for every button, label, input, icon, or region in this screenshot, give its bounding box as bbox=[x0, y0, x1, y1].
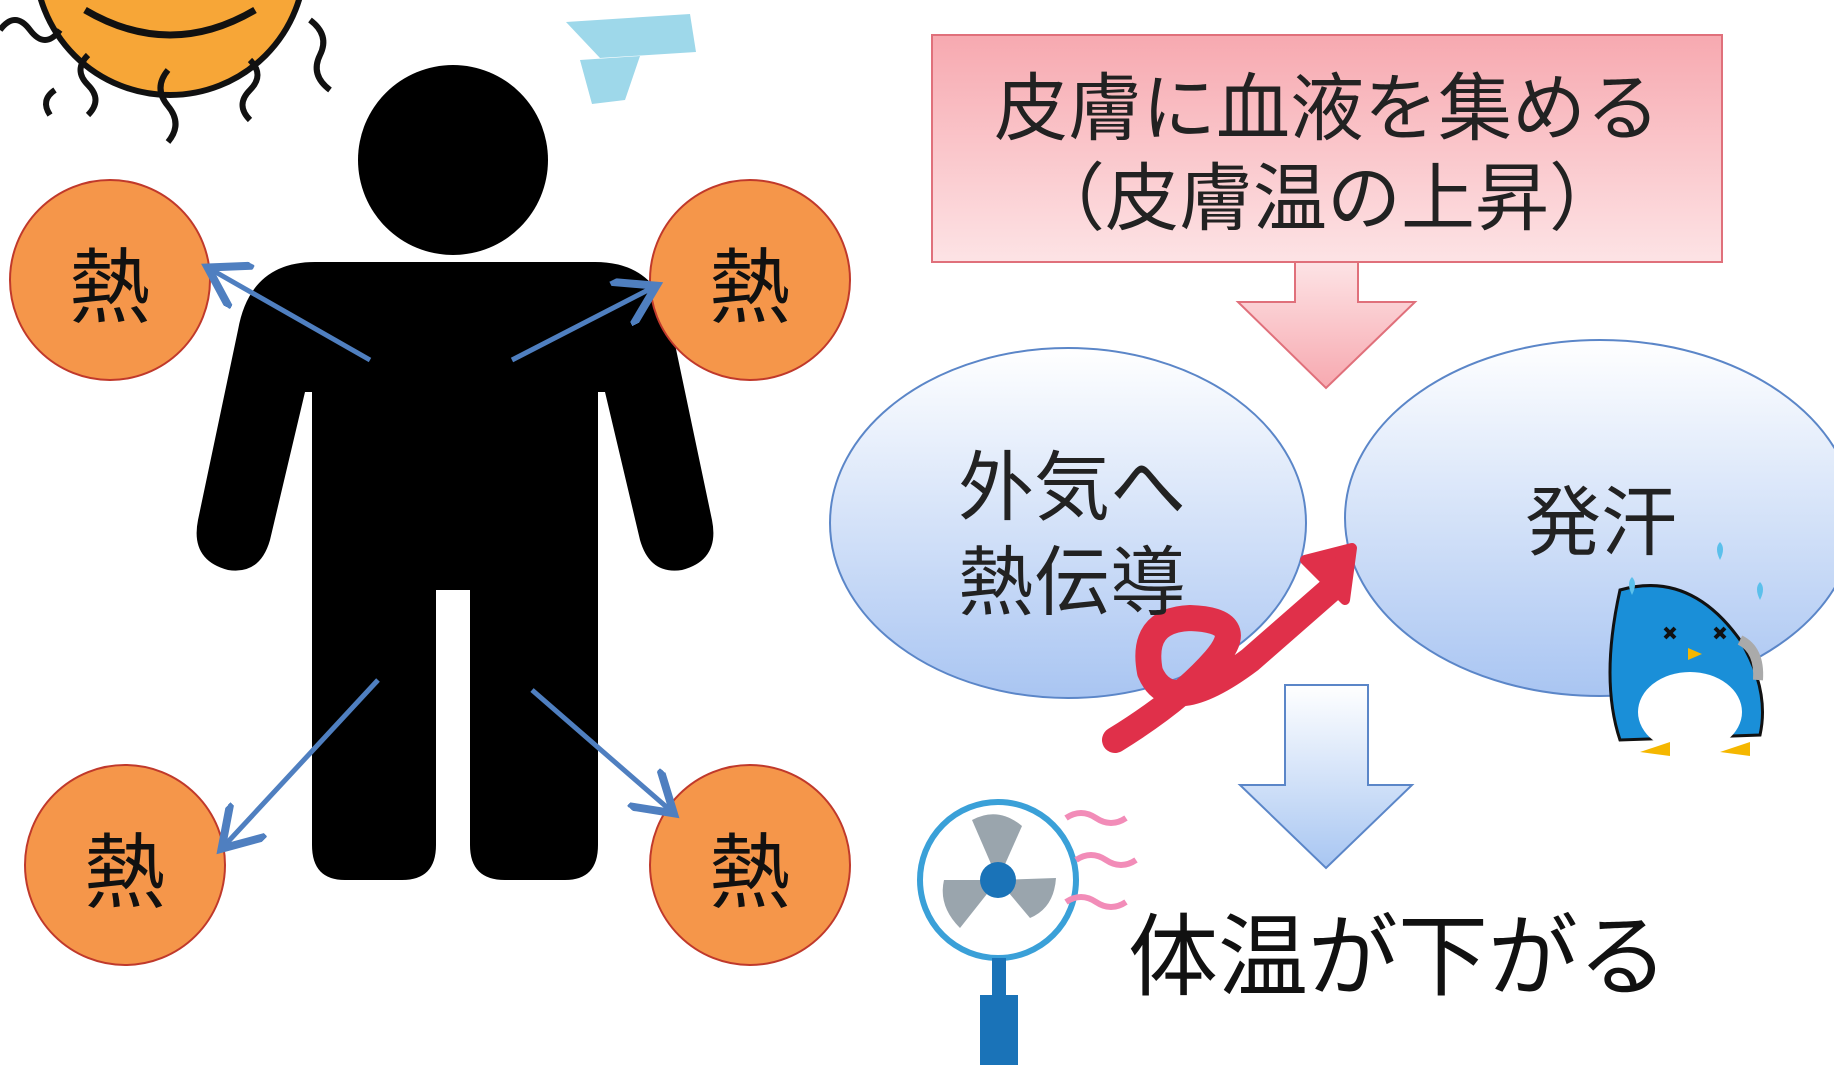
sweating-penguin-icon bbox=[1608, 542, 1764, 756]
result-down-arrow bbox=[1237, 684, 1415, 870]
arrow-to-bottom-left bbox=[225, 678, 380, 845]
curl-arrow-icon bbox=[1102, 543, 1357, 753]
heat-circle-bottom-left bbox=[24, 764, 226, 966]
cause-box bbox=[931, 34, 1723, 263]
fan-icon bbox=[917, 799, 1138, 1065]
sweating-ellipse bbox=[1344, 339, 1834, 697]
heat-circles bbox=[9, 179, 851, 966]
arrow-to-top-right bbox=[510, 288, 652, 363]
heat-radiation-arrows bbox=[212, 270, 670, 845]
human-silhouette-icon bbox=[196, 65, 714, 880]
heat-circle-top-left bbox=[9, 179, 211, 381]
heat-circle-bottom-right bbox=[649, 764, 851, 966]
heat-circle-top-right bbox=[649, 179, 851, 381]
wind-icon bbox=[566, 14, 696, 104]
sun-icon bbox=[0, 0, 332, 144]
arrow-to-bottom-right bbox=[530, 688, 670, 810]
arrow-to-top-left bbox=[212, 270, 372, 363]
cause-down-arrow bbox=[1235, 261, 1418, 390]
